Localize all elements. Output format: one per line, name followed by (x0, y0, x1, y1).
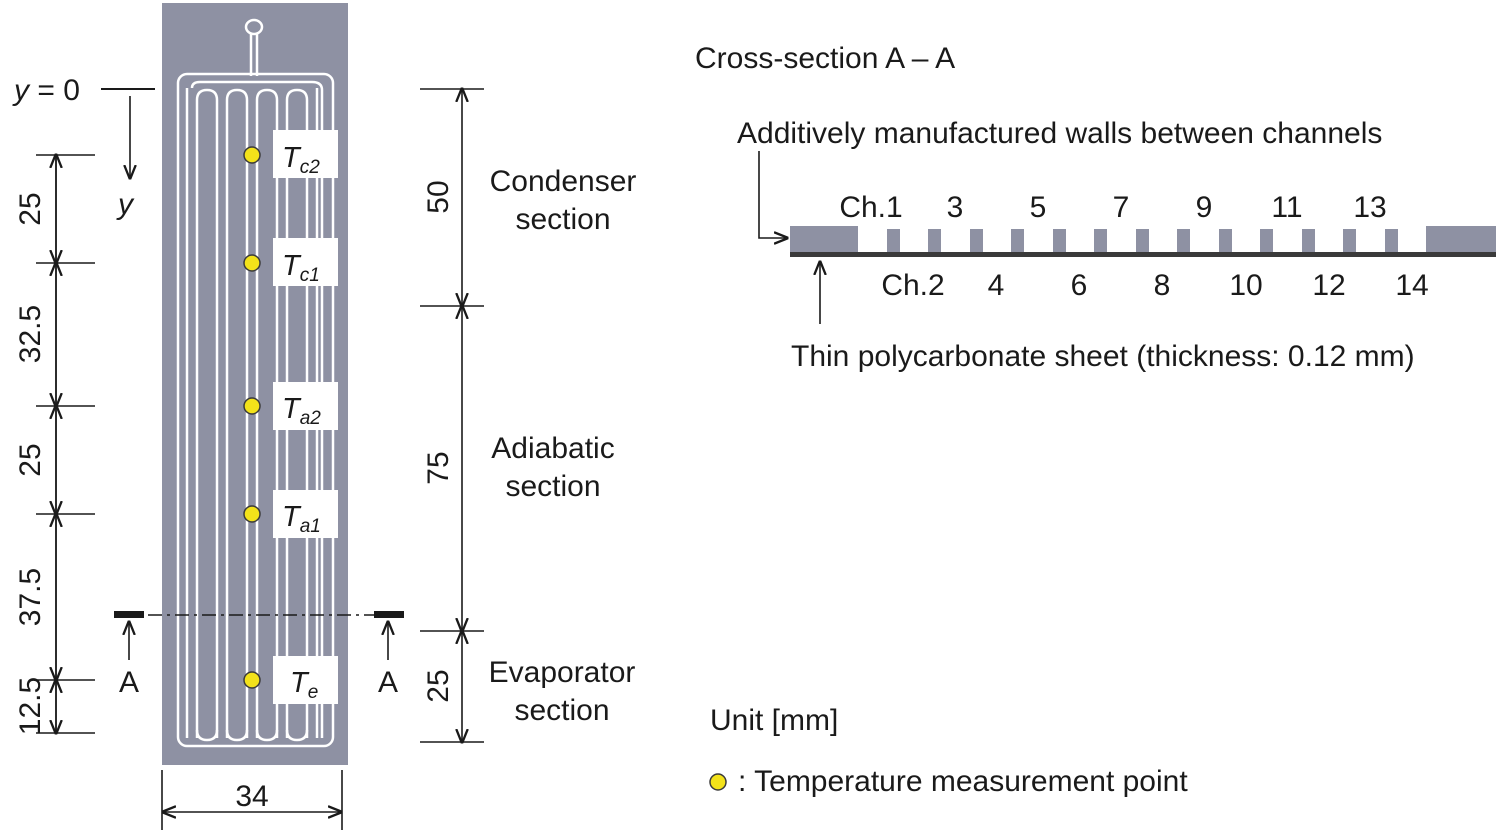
legend-sensor-icon (709, 773, 727, 791)
adiabatic-label-line1: Adiabatic (491, 432, 614, 465)
channel-top-9: 9 (1196, 191, 1213, 224)
right-dimension-chain (420, 89, 484, 742)
channel-top-3: 3 (947, 191, 964, 224)
sensor-ta1-dot (243, 505, 261, 523)
channel-bottom-12: 12 (1312, 269, 1345, 302)
sensor-dots (243, 146, 261, 689)
sensor-label-tc1: Tc1 (282, 250, 320, 286)
dim-left-3: 25 (14, 443, 47, 476)
y-origin-label: y = 0 (12, 74, 80, 107)
dim-left-1: 25 (14, 192, 47, 225)
sensor-label-tc2: Tc2 (282, 142, 320, 178)
channel-bottom-10: 10 (1229, 269, 1262, 302)
evaporator-label-line1: Evaporator (489, 656, 636, 689)
sensor-te-dot (243, 671, 261, 689)
sensor-label-ta2: Ta2 (282, 393, 321, 429)
channel-top-7: 7 (1113, 191, 1130, 224)
condenser-label-line1: Condenser (490, 165, 637, 198)
sensor-tc2-dot (243, 146, 261, 164)
sensor-label-te: Te (290, 667, 318, 703)
section-marker-left (114, 611, 144, 660)
channel-bottom-8: 8 (1154, 269, 1171, 302)
walls-pointer-arrow (758, 151, 787, 238)
walls-label: Additively manufactured walls between ch… (737, 117, 1382, 150)
channel-bottom-4: 4 (988, 269, 1005, 302)
sensor-label-boxes (273, 130, 338, 704)
section-marker-right (374, 611, 404, 660)
sensor-tc1-dot (243, 254, 261, 272)
dim-right-evaporator: 25 (422, 669, 455, 702)
width-dimension (161, 770, 343, 830)
fill-port (244, 18, 264, 76)
left-dimension-chain (36, 155, 95, 733)
polycarbonate-sheet (790, 252, 1496, 257)
sensor-ta2-dot (243, 397, 261, 415)
section-marker-left-label: A (119, 666, 139, 699)
cross-section-drawing (790, 226, 1496, 257)
channel-top-13: 13 (1353, 191, 1386, 224)
sensor-label-ta1: Ta1 (282, 501, 321, 537)
dim-right-adiabatic: 75 (422, 451, 455, 484)
adiabatic-label-line2: section (505, 470, 600, 503)
channel-top-5: 5 (1030, 191, 1047, 224)
dim-left-5: 12.5 (14, 677, 47, 735)
dim-left-2: 32.5 (14, 305, 47, 363)
width-dimension-label: 34 (235, 780, 268, 813)
dim-right-condenser: 50 (422, 180, 455, 213)
channel-top-11: 11 (1271, 191, 1302, 224)
evaporator-label-line2: section (514, 694, 609, 727)
legend-label: : Temperature measurement point (738, 765, 1188, 798)
condenser-label-line2: section (515, 203, 610, 236)
y-axis-label: y (116, 188, 135, 221)
channel-top-1: Ch.1 (839, 191, 902, 224)
unit-label: Unit [mm] (710, 704, 838, 737)
channel-bottom-6: 6 (1071, 269, 1088, 302)
channel-bottom-14: 14 (1395, 269, 1428, 302)
sheet-label: Thin polycarbonate sheet (thickness: 0.1… (791, 340, 1415, 373)
cross-section-title: Cross-section A – A (695, 42, 955, 75)
section-marker-right-label: A (378, 666, 398, 699)
dim-left-4: 37.5 (14, 568, 47, 626)
channel-bottom-2: Ch.2 (881, 269, 944, 302)
